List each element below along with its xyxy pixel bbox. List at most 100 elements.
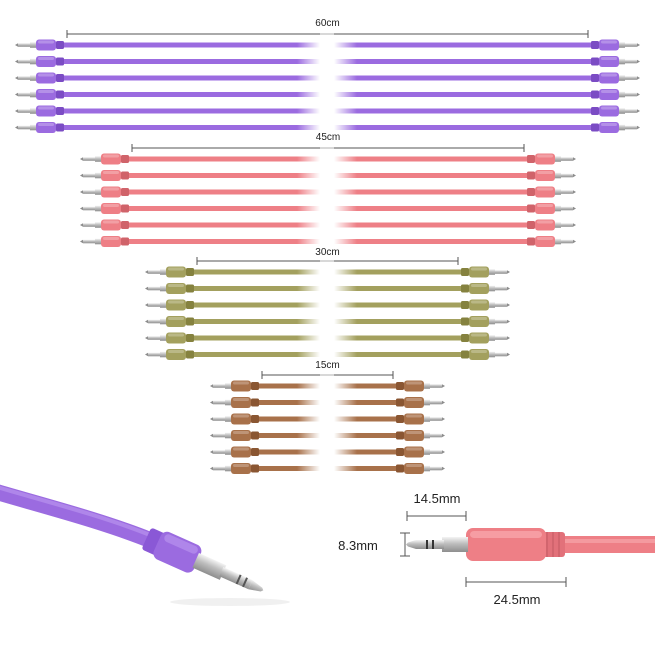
cable-fade: [334, 302, 357, 308]
cable-fade: [334, 91, 357, 98]
jack-housing: [101, 186, 121, 198]
jack-pin: [561, 239, 573, 244]
cable-body: [63, 92, 320, 97]
strain-relief: [251, 398, 259, 407]
jack-tip: [637, 59, 640, 64]
jack-highlight: [168, 284, 184, 287]
strain-relief: [591, 123, 599, 132]
jack-housing: [469, 266, 489, 278]
strain-relief: [591, 57, 599, 66]
jack-pin: [561, 157, 573, 161]
jack-highlight: [38, 90, 54, 93]
cable-body: [193, 352, 320, 357]
cable-body: [334, 75, 592, 81]
patch-cable: [80, 170, 576, 181]
cable-fade: [334, 399, 357, 406]
jack-pin: [213, 450, 225, 454]
jack-housing: [231, 463, 251, 474]
jack-highlight: [537, 171, 553, 174]
jack-pin: [495, 352, 507, 357]
cable-body: [334, 206, 528, 211]
jack-tip: [145, 286, 148, 291]
patch-cable: [145, 316, 510, 327]
jack-tip: [442, 466, 445, 471]
cable-fade: [297, 465, 320, 472]
closeup-pink-jack: 14.5mm 8.3mm 24.5mm: [338, 491, 655, 607]
jack-sleeve: [555, 238, 561, 245]
jack-tip: [15, 59, 18, 64]
strain-relief: [186, 334, 194, 342]
jack-sleeve: [30, 58, 36, 65]
cable-body: [334, 400, 397, 405]
strain-relief: [527, 155, 535, 163]
jack-pin: [213, 384, 225, 388]
cable-fade: [334, 205, 357, 212]
diameter-label: 8.3mm: [338, 538, 378, 553]
jack-housing: [469, 349, 489, 360]
jack-housing: [166, 332, 186, 344]
jack-highlight: [103, 171, 119, 174]
jack-tip: [15, 43, 18, 47]
jack-housing: [404, 446, 424, 458]
strain-relief: [461, 334, 469, 342]
jack-pin: [561, 190, 573, 194]
cable-body: [258, 449, 320, 455]
jack-highlight: [38, 40, 54, 44]
patch-cable: [80, 236, 576, 247]
jack-pin: [18, 76, 30, 80]
cable-fade: [334, 465, 357, 472]
jack-housing: [36, 39, 56, 51]
jack-sleeve: [160, 335, 166, 341]
cable-group: [210, 371, 445, 474]
strain-relief: [461, 350, 469, 359]
jack-highlight: [38, 57, 54, 60]
cable-body: [193, 302, 320, 308]
jack-pin: [495, 336, 507, 340]
cable-fade: [334, 75, 357, 81]
jack-pin: [625, 43, 637, 47]
cable-fade: [334, 238, 357, 245]
jack-tip: [210, 450, 213, 454]
jack-pin: [83, 206, 95, 211]
jack-pin: [430, 450, 442, 454]
patch-cable: [210, 413, 445, 425]
jack-sleeve: [95, 222, 101, 228]
jack-sleeve: [619, 75, 625, 81]
jack-housing: [166, 266, 186, 278]
jack-sleeve: [95, 172, 101, 179]
jack-housing: [404, 413, 424, 425]
cable-body: [334, 239, 528, 244]
cable-body: [63, 108, 320, 114]
jack-tip: [145, 270, 148, 274]
patch-cable: [210, 463, 445, 474]
cable-body: [193, 335, 320, 341]
jack-sleeve: [225, 416, 231, 422]
jack-sleeve: [225, 383, 231, 389]
strain-relief: [591, 74, 599, 82]
jack-sleeve: [489, 285, 495, 292]
cable-fade: [334, 318, 357, 325]
cable-fade: [334, 172, 357, 179]
jack-housing: [231, 446, 251, 458]
jack-housing: [535, 236, 555, 247]
cable-body: [258, 466, 320, 471]
closeup-purple-jack: [0, 484, 290, 606]
strain-relief: [527, 221, 535, 229]
cable-body: [334, 449, 397, 455]
patch-cable: [15, 122, 640, 133]
strain-relief: [396, 415, 404, 423]
cable-body: [334, 156, 528, 162]
length-label-60cm: 60cm: [315, 18, 339, 29]
jack-highlight: [471, 350, 487, 353]
jack-housing: [166, 283, 186, 294]
strain-relief: [56, 107, 64, 115]
jack-highlight: [103, 187, 119, 191]
length-label-45cm: 45cm: [316, 132, 340, 143]
jack-highlight: [38, 123, 54, 126]
jack-sleeve: [489, 302, 495, 308]
jack-sleeve: [489, 318, 495, 325]
jack-pin: [83, 173, 95, 178]
strain-relief: [396, 431, 404, 440]
cable-group: [145, 257, 510, 360]
jack-highlight: [537, 154, 553, 158]
